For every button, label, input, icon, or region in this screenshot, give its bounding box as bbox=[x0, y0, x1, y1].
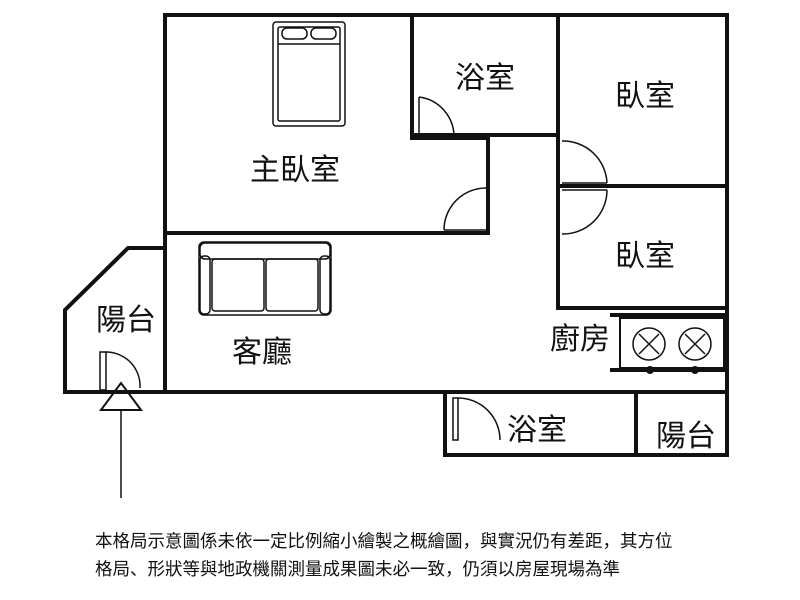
disclaimer-text: 本格局示意圖係未依一定比例縮小繪製之概繪圖，與實況仍有差距，其方位 格局、形狀等… bbox=[95, 528, 785, 584]
label-bedroom-2: 臥室 bbox=[615, 239, 675, 274]
sofa-icon bbox=[198, 241, 332, 316]
knob-right bbox=[691, 366, 699, 374]
knob-left bbox=[646, 366, 654, 374]
door-master-bedroom bbox=[443, 187, 487, 231]
label-living-room: 客廳 bbox=[232, 335, 292, 370]
label-balcony-left: 陽台 bbox=[96, 303, 156, 338]
disclaimer-line-2: 格局、形狀等與地政機關測量成果圖未必一致，仍須以房屋現場為準 bbox=[95, 560, 620, 580]
burner-left bbox=[632, 327, 666, 361]
label-bedroom-1: 臥室 bbox=[615, 79, 675, 114]
walls bbox=[63, 13, 729, 457]
door-balcony-left bbox=[99, 351, 141, 391]
label-balcony-right: 陽台 bbox=[656, 419, 716, 454]
label-bathroom-top: 浴室 bbox=[455, 61, 515, 96]
label-bathroom-bottom: 浴室 bbox=[507, 413, 567, 448]
disclaimer-line-1: 本格局示意圖係未依一定比例縮小繪製之概繪圖，與實況仍有差距，其方位 bbox=[95, 532, 673, 552]
door-bathroom-top bbox=[418, 96, 455, 137]
burner-right bbox=[678, 327, 712, 361]
entrance-arrow-icon bbox=[99, 381, 143, 498]
door-bathroom-bottom bbox=[452, 397, 501, 441]
label-master-bedroom: 主臥室 bbox=[250, 153, 340, 188]
label-kitchen: 廚房 bbox=[550, 322, 610, 357]
door-bedroom-2 bbox=[561, 189, 608, 235]
door-bedroom-1 bbox=[561, 140, 608, 184]
bed-icon bbox=[272, 21, 346, 127]
stove-icon bbox=[619, 317, 725, 374]
